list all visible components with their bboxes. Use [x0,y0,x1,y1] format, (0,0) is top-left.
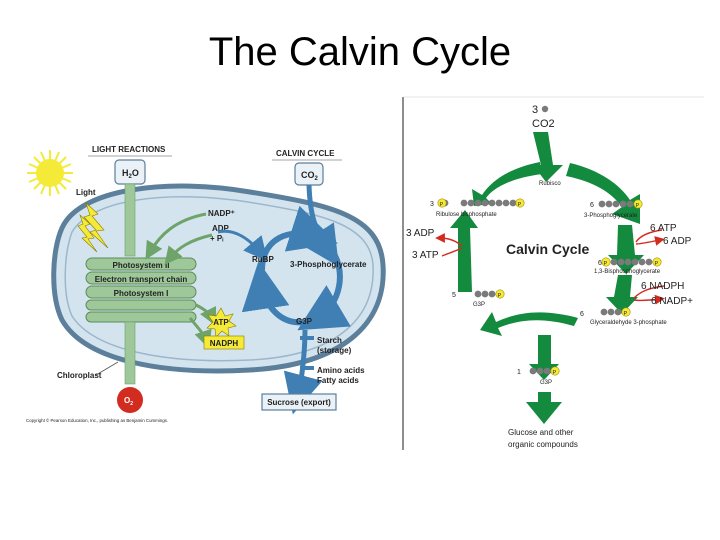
calvin-cycle-center-label: Calvin Cycle [506,241,589,257]
o2-circle [117,387,143,413]
svg-text:P: P [624,311,628,317]
lightning-icon [77,214,98,253]
svg-text:P: P [440,202,444,208]
output-arrow-glucose [526,392,562,424]
adp-label: ADP [212,224,230,233]
cycle-arrow-top-left [472,162,542,206]
nadp-return-arrow [145,212,207,260]
cycle-arrow-top-right [566,163,640,224]
atp3-label: 3 ATP [412,250,439,261]
g3p-output-label: G3P [540,380,552,386]
svg-text:P: P [655,261,659,267]
adp6-label: 6 ADP [663,236,692,247]
h2o-box [114,159,146,185]
adp-return-arrow [164,233,213,266]
ribulose-bisphosphate-label: Ribulose bisphosphate [436,212,497,218]
rubp-count: 3 [430,201,434,208]
co2-count: 3 [532,104,538,116]
co2-label-right: CO2 [532,118,555,130]
bpg-count: 6 [598,260,602,267]
slide-title: The Calvin Cycle [208,30,512,74]
sucrose-label: Sucrose (export) [267,398,331,407]
nadph-box [203,335,245,350]
nadp-label: NADP⁺ [208,209,235,218]
sucrose-box [261,393,337,411]
cycle-arrow-left [241,261,305,326]
adp3-label: 3 ADP [406,228,435,239]
light-label: Light [76,188,96,197]
atp-star-icon [206,307,237,338]
rubisco-label: Rubisco [539,181,561,187]
pi-label: + Pᵢ [210,234,223,243]
pg-count: 6 [590,202,594,209]
glucose-label-line2: organic compounds [508,440,578,449]
atp6-arrow [635,229,663,243]
bisphosphoglycerate-label: 1,3-Bisphosphoglycerate [594,269,661,275]
right-figure: 3 CO2 Rubisco 3 P P Ribulose bisphosphat… [402,96,704,450]
fatty-acids-label: Fatty acids [317,376,359,385]
starch-label: Starch [317,336,342,345]
chloroplast-label: Chloroplast [57,371,102,380]
sucrose-output-arrow [283,329,323,415]
light-reactions-heading: LIGHT REACTIONS [92,145,166,154]
o2-label: O2 [124,396,133,407]
cycle-arrow-bottom [480,312,578,336]
svg-text:P: P [518,202,522,208]
cycle-arrow-right [297,246,351,331]
electron-transport-label: Electron transport chain [95,275,188,284]
left-figure: Light LIGHT REACTIONS H2O Photosystem II… [26,145,386,423]
svg-text:P: P [553,370,557,376]
svg-text:P: P [604,261,608,267]
h2o-label: H2O [122,168,139,180]
storage-label: (storage) [317,346,352,355]
chloroplast-inner-membrane [64,196,374,362]
glyceraldehyde-label: Glyceraldehyde 3-phosphate [590,320,667,326]
nadph-arrow [633,285,665,299]
thylakoid-stack [85,257,197,323]
rubp-label: RuBP [252,255,274,264]
photosystem-i-label: Photosystem I [114,289,169,298]
g3p-recycled-count: 5 [452,292,456,299]
amino-acids-label: Amino acids [317,366,365,375]
cycle-arrow-lower-right [606,275,638,314]
photosystem-ii-label: Photosystem II [113,261,170,270]
sun-icon [27,150,73,196]
copyright-text: Copyright © Pearson Education, Inc., pub… [26,418,168,423]
cycle-arrow-left [450,210,478,292]
co2-label-left: CO2 [301,170,319,182]
nadph-label: NADPH [210,339,239,348]
atp3-arrow [441,247,463,257]
cycle-arrow-right [608,225,644,274]
atp-label: ATP [213,318,229,327]
nadph6-label: 6 NADPH [641,281,684,292]
lightning-icon [83,201,109,249]
glucose-label-line1: Glucose and other [508,428,574,437]
gap-count: 6 [580,311,584,318]
nadp6-label: 6 NADP+ [651,296,693,307]
atp6-label: 6 ATP [650,223,677,234]
svg-text:P: P [636,203,640,209]
g3p-label-left: G3P [296,317,313,326]
g3p-output-count: 1 [517,369,521,376]
calvin-cycle-heading: CALVIN CYCLE [276,149,335,158]
energy-input-arrow [217,229,268,262]
3-phosphoglycerate-label: 3-Phosphoglycerate [584,213,638,219]
water-channel [124,183,136,257]
3pg-label: 3-Phosphoglycerate [290,260,367,269]
svg-text:P: P [498,293,502,299]
g3p-recycled-label: G3P [473,302,485,308]
